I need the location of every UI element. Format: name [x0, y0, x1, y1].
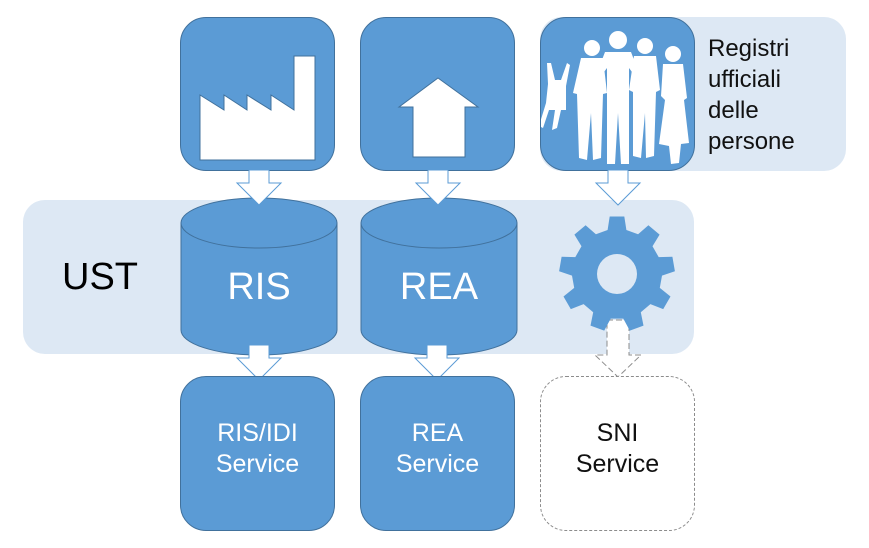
label-line: persone — [708, 128, 795, 155]
label-line: Registri — [708, 35, 790, 62]
service-label-line: REA — [411, 418, 464, 447]
gear-icon — [559, 216, 675, 331]
people-registry-label: Registri ufficiali delle persone — [708, 33, 795, 157]
ris-database-cylinder — [180, 197, 338, 356]
rea-database-label: REA — [399, 266, 479, 308]
rea-service-tile: REA Service — [360, 376, 515, 531]
factory-icon — [199, 55, 316, 161]
service-label-line: Service — [215, 449, 300, 478]
rea-database-cylinder — [360, 197, 518, 356]
house-tile — [360, 17, 515, 171]
label-line: ufficiali — [708, 66, 781, 93]
label-line: delle — [708, 97, 759, 124]
factory-tile — [180, 17, 335, 171]
service-label-line: Service — [575, 449, 660, 478]
sni-service-tile: SNI Service — [540, 376, 695, 531]
service-label-line: RIS/IDI — [217, 418, 298, 447]
ris-idi-service-tile: RIS/IDI Service — [180, 376, 335, 531]
ris-database-label: RIS — [227, 266, 291, 308]
house-icon — [397, 77, 480, 158]
arrow-people-to-gear — [595, 169, 641, 206]
service-label-line: Service — [395, 449, 480, 478]
people-icon — [539, 31, 689, 164]
people-tile — [539, 17, 695, 171]
service-label-line: SNI — [596, 418, 639, 447]
ust-label: UST — [62, 256, 138, 298]
